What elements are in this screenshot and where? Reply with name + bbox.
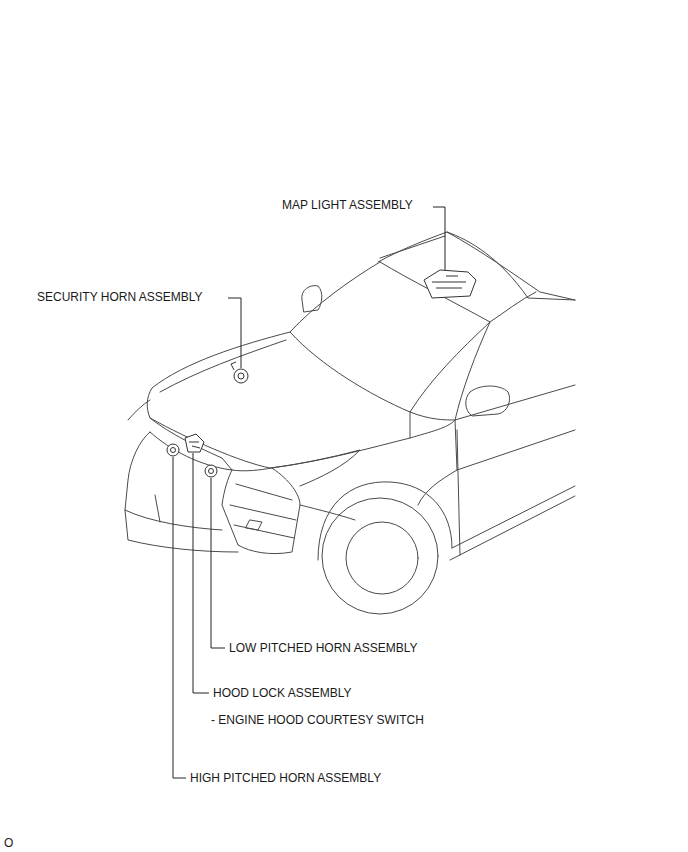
door-gap (457, 430, 460, 555)
part-label: - ENGINE HOOD COURTESY SWITCH (211, 713, 424, 727)
security-horn-icon (234, 369, 248, 383)
part-label: SECURITY HORN ASSEMBLY (37, 290, 203, 304)
hood-lock-icon (185, 434, 204, 452)
rocker (450, 486, 575, 560)
leader-line (228, 298, 241, 368)
cowl (410, 412, 455, 420)
wheel-arch (318, 482, 452, 560)
high-horn-icon (167, 444, 179, 456)
map-light-icon (424, 270, 476, 298)
part-label: HOOD LOCK ASSEMBLY (213, 686, 352, 700)
leader-lines (173, 207, 445, 778)
component-icons (167, 270, 476, 477)
hood (147, 332, 410, 468)
front-bumper (125, 432, 355, 530)
fog-lamp (155, 495, 262, 530)
figure-code: O (4, 836, 13, 850)
leader-line (433, 207, 445, 270)
fender (410, 420, 457, 505)
door-line (455, 385, 575, 470)
hood-lock-detail (189, 442, 200, 448)
fender-left (125, 400, 238, 552)
right-mirror (466, 386, 510, 416)
roof-line (378, 232, 575, 300)
security-horn-bracket (231, 362, 236, 370)
hood-crease (160, 340, 286, 392)
high-horn-center (171, 448, 176, 453)
leader-line (173, 457, 186, 778)
headlight-right (272, 450, 360, 486)
part-label: MAP LIGHT ASSEMBLY (282, 198, 413, 212)
spindle-grille (222, 468, 300, 554)
security-horn-center (238, 373, 244, 379)
grille-mesh (230, 484, 296, 538)
leader-line (193, 453, 209, 693)
windshield (290, 262, 490, 412)
rim (346, 522, 418, 594)
low-horn-center (209, 469, 214, 474)
leader-line (211, 478, 225, 648)
headlight-left (150, 418, 232, 470)
part-label: HIGH PITCHED HORN ASSEMBLY (190, 771, 381, 785)
map-light-detail (432, 276, 466, 288)
a-pillar (455, 292, 536, 420)
low-horn-icon (205, 465, 217, 477)
roof-edge (380, 236, 445, 258)
left-mirror (302, 286, 322, 312)
part-label: LOW PITCHED HORN ASSEMBLY (229, 641, 417, 655)
